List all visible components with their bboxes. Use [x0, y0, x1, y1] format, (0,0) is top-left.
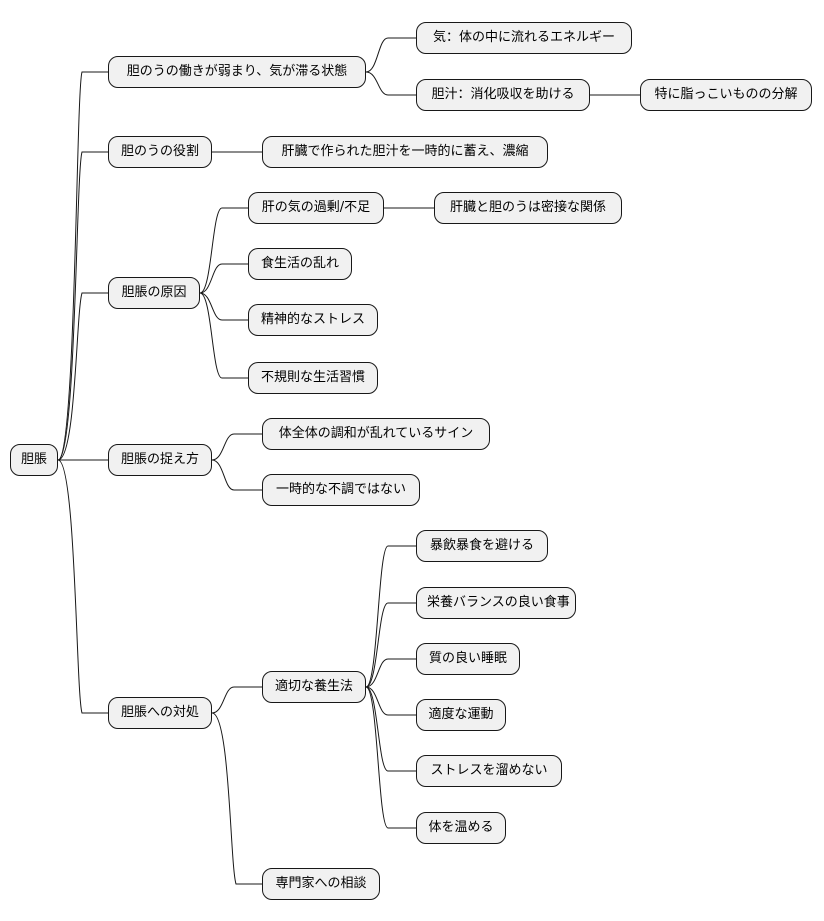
leaf-balanced-diet: 栄養バランスの良い食事 — [416, 587, 576, 619]
connector-line-21 — [365, 686, 416, 772]
connector-line-2 — [365, 71, 416, 96]
leaf-liver-qi: 肝の気の過剰/不足 — [248, 192, 384, 224]
leaf-warm-body: 体を温める — [416, 812, 506, 844]
leaf-diet-disorder: 食生活の乱れ — [248, 248, 352, 280]
branch-gallbladder-weak: 胆のうの働きが弱まり、気が滞る状態 — [108, 56, 366, 88]
connector-line-13 — [211, 433, 262, 461]
connector-line-11 — [199, 292, 248, 379]
branch-perspective: 胆脹の捉え方 — [108, 444, 212, 476]
connector-line-18 — [365, 602, 416, 688]
branch-treatment: 胆脹への対処 — [108, 697, 212, 729]
connector-line-17 — [365, 545, 416, 688]
connector-line-15 — [57, 459, 108, 714]
connector-line-10 — [199, 292, 248, 321]
leaf-qi-energy: 気：体の中に流れるエネルギー — [416, 22, 632, 54]
sub-branch-care-method: 適切な養生法 — [262, 671, 366, 703]
connector-line-7 — [199, 207, 248, 294]
leaf-irregular-lifestyle: 不規則な生活習慣 — [248, 362, 378, 394]
leaf-fat-breakdown: 特に脂っこいものの分解 — [640, 79, 812, 111]
leaf-liver-gallbladder-relation: 肝臓と胆のうは密接な関係 — [434, 192, 622, 224]
connector-line-9 — [199, 263, 248, 294]
leaf-moderate-exercise: 適度な運動 — [416, 699, 506, 731]
leaf-bile-storage: 肝臓で作られた胆汁を一時的に蓄え、濃縮 — [262, 136, 548, 168]
leaf-consult-expert: 専門家への相談 — [262, 868, 380, 900]
leaf-not-temporary: 一時的な不調ではない — [262, 474, 420, 506]
connector-line-1 — [365, 37, 416, 73]
leaf-quality-sleep: 質の良い睡眠 — [416, 643, 520, 675]
connector-line-20 — [365, 686, 416, 716]
connector-line-6 — [57, 292, 108, 461]
connector-line-0 — [57, 71, 108, 461]
connector-line-22 — [365, 686, 416, 829]
leaf-mental-stress: 精神的なストレス — [248, 304, 378, 336]
branch-gallbladder-role: 胆のうの役割 — [108, 136, 212, 168]
connector-line-23 — [211, 712, 262, 885]
leaf-harmony-sign: 体全体の調和が乱れているサイン — [262, 418, 490, 450]
connector-line-16 — [211, 686, 262, 714]
leaf-no-stress: ストレスを溜めない — [416, 755, 562, 787]
root-node: 胆脹 — [10, 444, 58, 476]
connector-line-19 — [365, 658, 416, 688]
connector-line-4 — [57, 151, 108, 461]
branch-causes: 胆脹の原因 — [108, 277, 200, 309]
leaf-avoid-overeating: 暴飲暴食を避ける — [416, 530, 548, 562]
leaf-bile-digestion: 胆汁：消化吸収を助ける — [416, 79, 590, 111]
connector-line-14 — [211, 459, 262, 491]
